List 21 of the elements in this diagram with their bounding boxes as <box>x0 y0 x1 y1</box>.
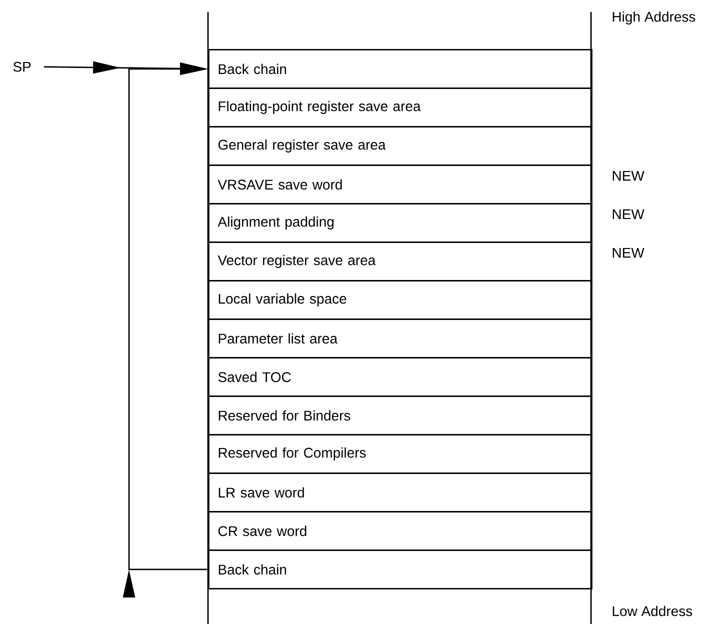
stack-slot-box: Alignment padding <box>208 203 592 243</box>
stack-slot-box: VRSAVE save word <box>208 164 592 204</box>
note-label: NEW <box>612 170 644 181</box>
stack-slot-box: CR save word <box>208 511 592 551</box>
stack-slot-box: LR save word <box>208 472 592 512</box>
stack-slot-box: Parameter list area <box>208 318 592 358</box>
note-label: NEW <box>612 248 644 258</box>
stack-slot-box: General register save area <box>208 126 592 166</box>
pointer-label: SP <box>13 62 31 72</box>
stack-slot-box: Back chain <box>208 550 592 590</box>
arrow <box>122 62 208 598</box>
stack-slot-box: Vector register save area <box>208 242 592 282</box>
stack-slot-box: Reserved for Binders <box>208 396 592 436</box>
stack-slot-box: Back chain <box>208 49 592 89</box>
stack-slot-box: Floating-point register save area <box>208 88 592 128</box>
stack-slot-box: Reserved for Compilers <box>208 434 592 474</box>
address-label: High Address <box>612 11 696 25</box>
address-label: Low Address <box>612 606 692 616</box>
stack-slot-box: Local variable space <box>208 280 592 320</box>
note-label: NEW <box>612 209 644 219</box>
stack-slot-box: Saved TOC <box>208 357 592 397</box>
